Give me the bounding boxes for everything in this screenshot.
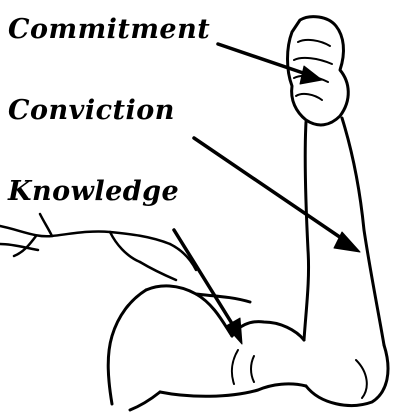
arrow-conviction (194, 138, 360, 252)
bicep-icon (146, 286, 388, 406)
label-conviction: Conviction (8, 95, 175, 126)
forearm-icon (304, 118, 384, 345)
arrow-knowledge (174, 230, 242, 344)
vein-lines-icon (0, 214, 196, 280)
label-knowledge: Knowledge (8, 176, 179, 207)
shoulder-icon (108, 290, 254, 410)
label-commitment: Commitment (8, 14, 210, 45)
arrow-commitment (218, 44, 322, 84)
